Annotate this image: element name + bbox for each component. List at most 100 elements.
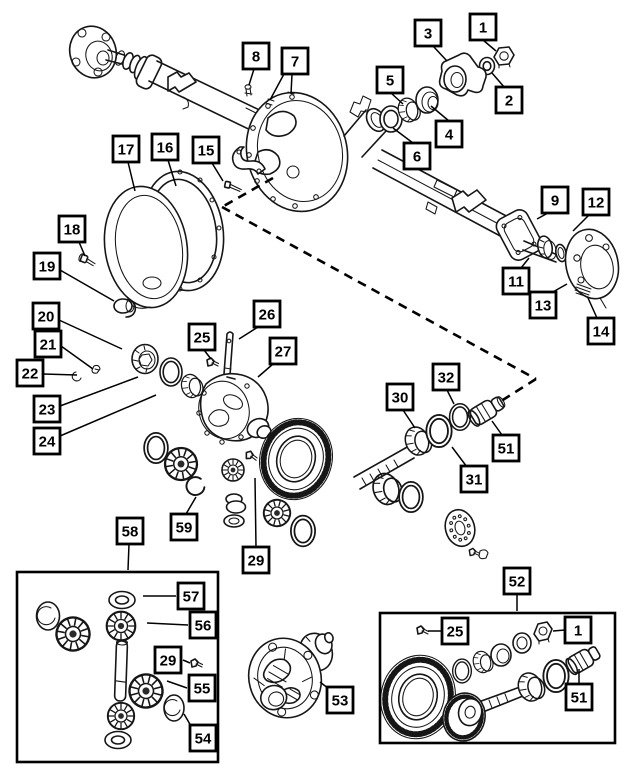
lock-screw-part	[206, 357, 220, 367]
callout-number: 13	[535, 298, 552, 315]
callout-box	[434, 119, 464, 149]
leader-line-4	[430, 105, 450, 122]
callout-number: 30	[392, 390, 409, 407]
callout-26[interactable]: 26	[252, 299, 282, 329]
callout-21[interactable]: 21	[33, 329, 63, 359]
callout-57[interactable]: 57	[176, 581, 206, 611]
callout-3[interactable]: 3	[413, 18, 443, 48]
callout-number: 29	[160, 653, 177, 670]
callout-box	[188, 610, 218, 640]
right-axle-tube-part	[372, 149, 513, 239]
callout-58[interactable]: 58	[115, 516, 145, 546]
assembly-flow-dashed-line	[497, 377, 537, 405]
callout-box	[581, 187, 611, 217]
group-box-52	[378, 611, 617, 745]
callout-4[interactable]: 4	[434, 119, 464, 149]
callout-number: 29	[248, 553, 265, 570]
leader-line-6	[392, 127, 414, 144]
callout-18[interactable]: 18	[57, 214, 87, 244]
callout-number: 51	[498, 441, 515, 458]
callout-55[interactable]: 55	[187, 673, 217, 703]
callout-number: 26	[259, 307, 276, 324]
callout-7[interactable]: 7	[280, 46, 310, 76]
callout-25[interactable]: 25	[440, 616, 470, 646]
leader-line-7	[290, 73, 293, 95]
leader-line-29	[254, 477, 257, 548]
callout-32[interactable]: 32	[431, 362, 461, 392]
callout-5[interactable]: 5	[375, 65, 405, 95]
callout-number: 20	[38, 309, 55, 326]
group-box-58	[15, 570, 220, 764]
callout-15[interactable]: 15	[191, 135, 221, 165]
callout-22[interactable]: 22	[15, 358, 45, 388]
callout-29[interactable]: 29	[241, 545, 271, 575]
axle-shaft-bearing-part	[131, 343, 159, 375]
callout-51[interactable]: 51	[491, 433, 521, 463]
callout-8[interactable]: 8	[241, 41, 271, 71]
callout-box	[15, 358, 45, 388]
leader-line-11	[520, 257, 530, 269]
callout-box	[187, 673, 217, 703]
callout-54[interactable]: 54	[188, 723, 218, 753]
leader-line-16	[167, 159, 177, 187]
callout-number: 59	[176, 520, 193, 537]
callout-11[interactable]: 11	[501, 266, 531, 296]
callout-2[interactable]: 2	[494, 85, 524, 115]
callout-box	[252, 299, 282, 329]
leader-line-51	[491, 420, 503, 436]
axle-housing-part	[245, 91, 387, 213]
leader-line-15	[211, 162, 224, 182]
callout-number: 58	[122, 524, 139, 541]
leader-line-21	[60, 345, 94, 370]
callout-19[interactable]: 19	[32, 251, 62, 281]
callout-56[interactable]: 56	[188, 610, 218, 640]
callout-box	[268, 336, 298, 366]
callout-box	[241, 41, 271, 71]
callout-box	[528, 290, 558, 320]
callout-number: 31	[466, 472, 483, 489]
artwork-layer	[35, 25, 620, 750]
callout-1[interactable]: 1	[468, 12, 498, 42]
callout-6[interactable]: 6	[402, 141, 432, 171]
callout-52[interactable]: 52	[502, 566, 532, 596]
leader-line-3	[432, 45, 448, 62]
callout-box	[280, 46, 310, 76]
callout-53[interactable]: 53	[325, 685, 355, 715]
callout-20[interactable]: 20	[31, 301, 61, 331]
callout-29[interactable]: 29	[153, 645, 183, 675]
callout-30[interactable]: 30	[385, 382, 415, 412]
diff-gear-cluster	[143, 432, 316, 548]
pinion-nut-part-2	[533, 621, 553, 645]
callout-number: 57	[183, 589, 200, 606]
callout-box	[468, 12, 498, 42]
callout-59[interactable]: 59	[169, 512, 199, 542]
leader-line-22	[42, 373, 78, 376]
callout-box	[440, 616, 470, 646]
callout-1[interactable]: 1	[563, 615, 593, 645]
callout-51[interactable]: 51	[564, 682, 594, 712]
callout-25[interactable]: 25	[187, 322, 217, 352]
leader-line-17	[127, 161, 136, 192]
wheel-studs-part	[574, 283, 592, 298]
callout-9[interactable]: 9	[540, 185, 570, 215]
leader-line-8	[248, 68, 255, 86]
ring-and-pinion-contents	[380, 621, 601, 742]
callout-23[interactable]: 23	[32, 394, 62, 424]
callout-number: 14	[593, 324, 610, 341]
callout-24[interactable]: 24	[32, 426, 62, 456]
callout-box	[459, 464, 489, 494]
callout-27[interactable]: 27	[268, 336, 298, 366]
callout-box	[188, 723, 218, 753]
callout-12[interactable]: 12	[581, 187, 611, 217]
callout-13[interactable]: 13	[528, 290, 558, 320]
callout-14[interactable]: 14	[586, 316, 616, 346]
callout-16[interactable]: 16	[150, 132, 180, 162]
leader-line-12	[572, 214, 590, 232]
callout-31[interactable]: 31	[459, 464, 489, 494]
callout-box	[502, 566, 532, 596]
callout-number: 53	[332, 693, 349, 710]
callout-17[interactable]: 17	[111, 134, 141, 164]
leader-line-19	[59, 269, 115, 302]
callout-number: 25	[447, 624, 464, 641]
